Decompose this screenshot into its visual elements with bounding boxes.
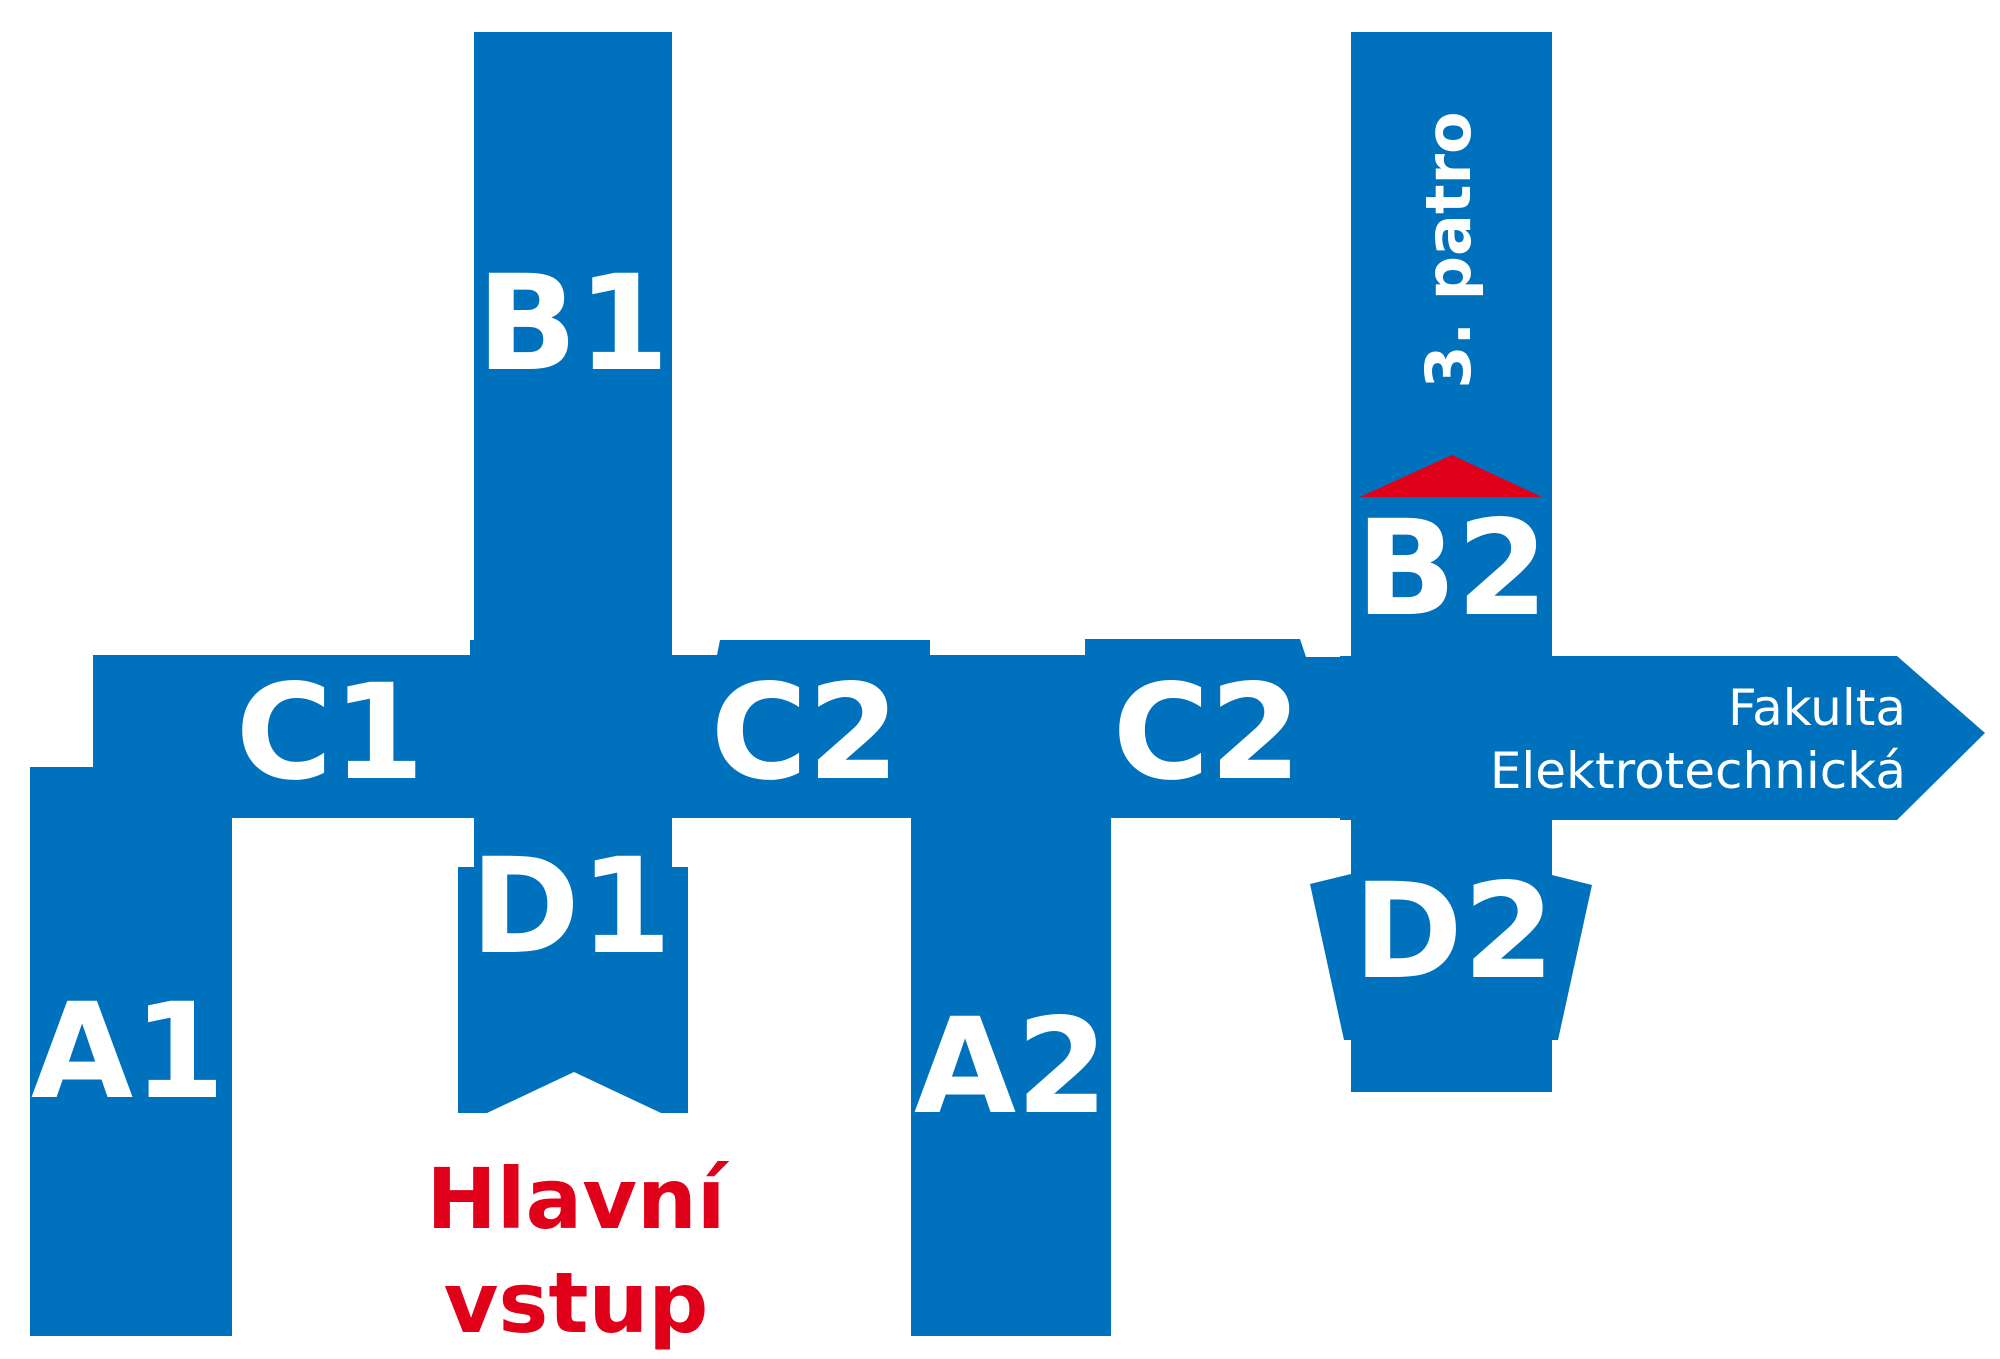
- wing-d1: [458, 818, 688, 1113]
- wing-label-d2: D2: [1353, 855, 1554, 1009]
- wing-a2: [911, 818, 1111, 1336]
- faculty-label-line2: Elektrotechnická: [1490, 742, 1906, 800]
- wing-label-c1: C1: [236, 656, 425, 810]
- wing-label-b2: B2: [1356, 492, 1548, 646]
- wing-a1: [30, 767, 232, 1336]
- wing-b2: [1351, 32, 1552, 658]
- corridor-main: [93, 639, 1347, 818]
- wing-label-d1: D1: [470, 830, 671, 984]
- wing-label-c2-right: C2: [1113, 656, 1302, 810]
- wing-label-a1: A1: [31, 975, 225, 1129]
- entrance-label-line1: Hlavní: [426, 1150, 729, 1248]
- wing-label-b1: B1: [477, 247, 669, 401]
- floor-marker-triangle: [1360, 455, 1542, 497]
- faculty-arrow: [1340, 656, 1985, 820]
- wing-d2: [1310, 818, 1592, 1092]
- building-shapes: [30, 32, 1985, 1336]
- floor-note: 3. patro: [1412, 111, 1485, 388]
- faculty-label-line1: Fakulta: [1728, 679, 1906, 737]
- entrance-label-line2: vstup: [444, 1254, 709, 1352]
- wing-label-a2: A2: [914, 990, 1108, 1144]
- wing-label-c2-left: C2: [711, 656, 900, 810]
- wing-b1: [474, 32, 672, 657]
